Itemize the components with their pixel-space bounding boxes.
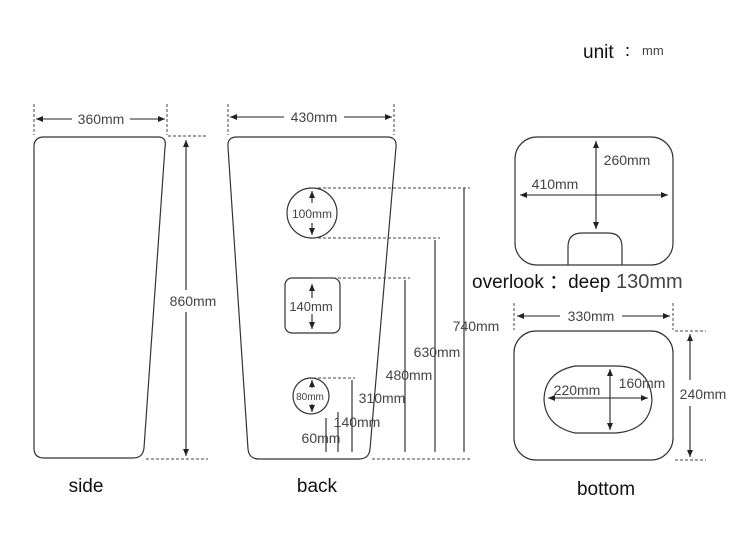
back-hole-mid-label: 140mm [289,299,332,314]
side-height-label: 860mm [170,293,217,309]
bottom-hole-width-label: 220mm [554,382,601,398]
back-hole-low [292,377,330,415]
overlook-depth-label: 260mm [604,152,651,168]
bottom-hole-height-label: 160mm [619,375,666,391]
back-hole-mid [284,277,341,334]
back-hole-top [286,187,338,239]
overlook-drain-notch [567,232,623,265]
back-caption: back [297,476,338,497]
bottom-width-label: 330mm [568,308,615,324]
overlook-length-label: 410mm [532,176,579,192]
side-caption: side [69,476,104,497]
overlook-deep-value: 130mm [616,271,683,293]
back-hole-low-label: 80mm [296,392,324,403]
back-height-480-label: 480mm [386,367,433,383]
bottom-height-label: 240mm [680,386,727,402]
back-offset-60-label: 60mm [302,430,341,446]
bottom-caption: bottom [577,479,635,500]
side-width-label: 360mm [78,111,125,127]
back-offset-140-label: 140mm [334,414,381,430]
bottom-view: 330mm 220mm 160mm 240mm bottom [513,303,727,500]
overlook-outline [514,136,674,266]
unit-separator: ： [624,43,638,59]
bottom-hole [543,365,653,434]
unit-value: mm [642,43,664,58]
back-height-740-label: 740mm [453,318,500,334]
back-outline [227,136,397,460]
overlook-label: overlook ：deep [472,272,610,293]
back-view: 430mm 100mm 140mm 80mm 740mm 630mm 480mm [227,104,500,497]
unit-label: unit [583,42,614,63]
bottom-outline [513,330,674,461]
back-height-630-label: 630mm [414,344,461,360]
side-outline [33,136,166,459]
back-width-label: 430mm [291,109,338,125]
overlook-view: 410mm 260mm overlook ：deep 130mm [472,136,683,293]
back-hole-top-label: 100mm [292,207,332,221]
back-height-310-label: 310mm [359,390,406,406]
side-view: 360mm 860mm side [33,104,217,497]
